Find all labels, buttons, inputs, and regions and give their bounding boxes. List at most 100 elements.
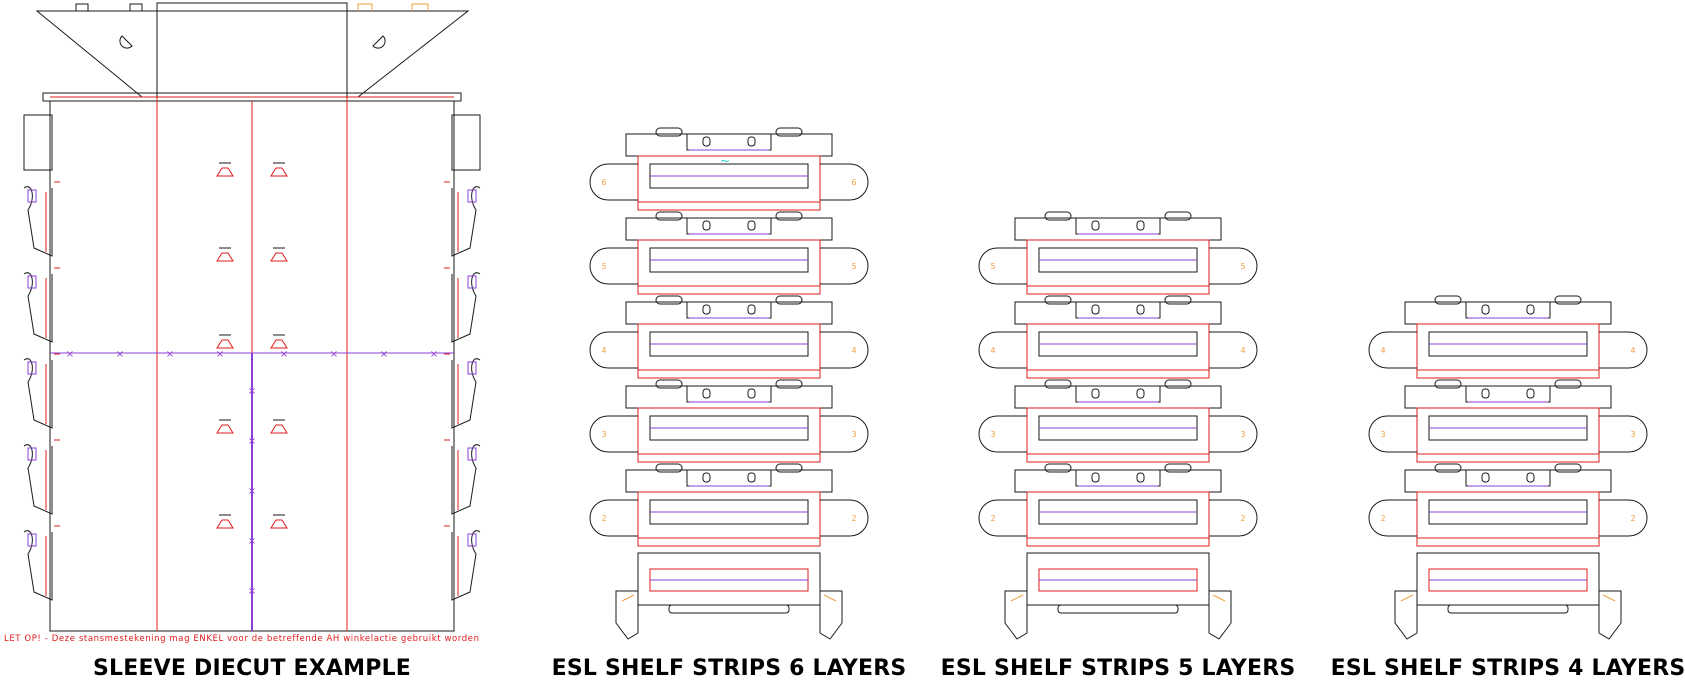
- layer-2-slot-right: [1526, 472, 1535, 483]
- base-leg-left: [615, 590, 639, 640]
- layer-4-hanger: [686, 301, 772, 319]
- layer-4-clip-left: [589, 331, 638, 369]
- layer-3-slot-right: [1526, 388, 1535, 399]
- layer-3-tab-left: [1044, 379, 1072, 389]
- side-perf-r-3: [467, 447, 477, 461]
- layer-3-clip-left: [589, 415, 638, 453]
- sleeve-caption: SLEEVE DIECUT EXAMPLE: [92, 656, 412, 681]
- layer-3-tab-left: [655, 379, 683, 389]
- layer-3-tab-right: [1554, 379, 1582, 389]
- layer-4-top-rail: [625, 301, 833, 325]
- layer-4-tab-right: [1554, 295, 1582, 305]
- diecut-warning-text: LET OP! - Deze stansmestekening mag ENKE…: [4, 634, 480, 644]
- side-perf-l-4: [27, 533, 37, 547]
- side-clip-r-1: [451, 272, 481, 343]
- layer-4-clip-right: [1599, 331, 1648, 369]
- base-frame: [1416, 552, 1600, 606]
- layer-number-right-3: 3: [851, 430, 856, 439]
- hook-3-1: [270, 424, 288, 434]
- layer-number-left-3: 3: [1380, 430, 1385, 439]
- perforation-mark-v-3: ×: [248, 536, 256, 547]
- side-perf-r-4: [467, 533, 477, 547]
- layer-3-slot-left: [1091, 388, 1100, 399]
- layer-4-clip-left: [978, 331, 1027, 369]
- layer-number-left-4: 4: [990, 346, 995, 355]
- layer-2-slot-left: [1091, 472, 1100, 483]
- base-leg-right: [1208, 590, 1232, 640]
- layer-4-slot-right: [1526, 304, 1535, 315]
- layer-3-clip-left: [978, 415, 1027, 453]
- layer-number-right-3: 3: [1630, 430, 1635, 439]
- base-leg-right: [1598, 590, 1622, 640]
- side-perf-l-2: [27, 361, 37, 375]
- hook-4-1: [270, 519, 288, 529]
- perforation-mark-h-0: ×: [66, 349, 74, 360]
- layer-2-tab-right: [1554, 463, 1582, 473]
- layer-number-left-4: 4: [601, 346, 606, 355]
- side-perf-r-1: [467, 275, 477, 289]
- base-mark-left: [621, 594, 635, 602]
- cyan-mark: ~: [720, 154, 730, 168]
- layer-2-top-rail: [1404, 469, 1612, 493]
- hook-2-0: [216, 339, 234, 349]
- layer-2-strip-body: [637, 491, 821, 547]
- perforation-mark-h-6: ×: [380, 349, 388, 360]
- layer-4-hanger: [1075, 301, 1161, 319]
- layer-number-left-2: 2: [601, 514, 606, 523]
- base-frame: [1026, 552, 1210, 606]
- layer-number-right-4: 4: [851, 346, 856, 355]
- side-perf-l-1: [27, 275, 37, 289]
- perforation-mark-h-5: ×: [330, 349, 338, 360]
- layer-4-hanger: [1465, 301, 1551, 319]
- side-clip-r-2: [451, 358, 481, 429]
- layer-2-tab-left: [1434, 463, 1462, 473]
- layer-5-slot-right: [747, 220, 756, 231]
- layer-5-clip-right: [1209, 247, 1258, 285]
- layer-number-left-5: 5: [990, 262, 995, 271]
- layer-5-top-rail: [625, 217, 833, 241]
- side-perf-r-0: [467, 189, 477, 203]
- layer-number-right-4: 4: [1240, 346, 1245, 355]
- layer-2-strip-body: [1416, 491, 1600, 547]
- layer-number-right-5: 5: [851, 262, 856, 271]
- side-panel-top: [451, 114, 481, 171]
- layer-2-slot-left: [702, 472, 711, 483]
- perforation-mark-v-1: ×: [248, 436, 256, 447]
- layer-2-hanger: [1075, 469, 1161, 487]
- layer-3-strip-body: [1026, 407, 1210, 463]
- base-leg-right: [819, 590, 843, 640]
- layer-4-slot-right: [1136, 304, 1145, 315]
- top-tabs-left: [75, 3, 143, 11]
- perforation-mark-v-2: ×: [248, 486, 256, 497]
- layer-4-strip-body: [1026, 323, 1210, 379]
- layer-3-slot-right: [1136, 388, 1145, 399]
- layer-4-strip-body: [1416, 323, 1600, 379]
- layer-2-clip-right: [1599, 499, 1648, 537]
- layer-number-right-5: 5: [1240, 262, 1245, 271]
- perforation-mark-h-4: ×: [280, 349, 288, 360]
- perforation-mark-v-0: ×: [248, 386, 256, 397]
- layer-number-right-6: 6: [851, 178, 856, 187]
- side-perf-r-2: [467, 361, 477, 375]
- layer-4-clip-left: [1368, 331, 1417, 369]
- hook-1-0: [216, 252, 234, 262]
- top-tab-orange: [357, 3, 373, 11]
- base-foot: [1057, 604, 1179, 614]
- layer-3-slot-left: [702, 388, 711, 399]
- base-mark-left: [1400, 594, 1414, 602]
- base-mark-right: [1212, 594, 1226, 602]
- layer-3-strip-body: [637, 407, 821, 463]
- layer-6-slot-left: [702, 136, 711, 147]
- layer-number-right-2: 2: [1630, 514, 1635, 523]
- layer-6-strip-body: [637, 155, 821, 211]
- layer-number-left-6: 6: [601, 178, 606, 187]
- layer-5-tab-right: [775, 211, 803, 221]
- layer-6-slot-right: [747, 136, 756, 147]
- layer-4-tab-left: [1044, 295, 1072, 305]
- layer-3-tab-right: [1164, 379, 1192, 389]
- layer-3-clip-right: [1209, 415, 1258, 453]
- side-perf-l-0: [27, 189, 37, 203]
- layer-2-clip-left: [1368, 499, 1417, 537]
- base-frame: [637, 552, 821, 606]
